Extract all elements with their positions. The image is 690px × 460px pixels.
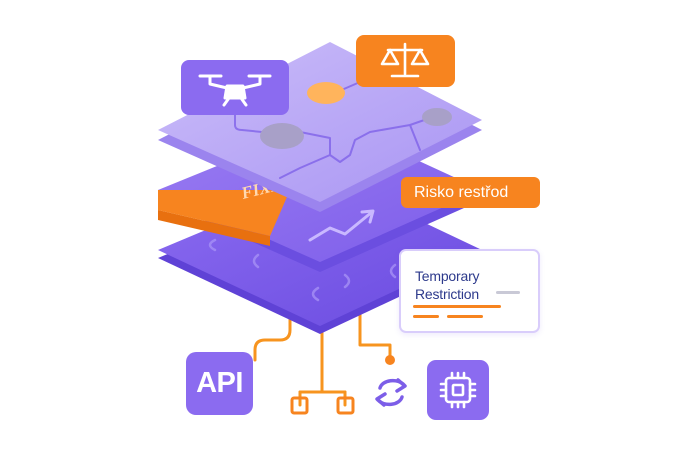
api-label: API — [196, 367, 243, 399]
chip-tile — [427, 360, 489, 420]
risk-tag: Risko restřod — [401, 177, 540, 208]
scales-of-justice-icon — [380, 42, 430, 78]
api-tile: API — [186, 352, 253, 415]
connector-dot — [385, 355, 395, 365]
network-node — [307, 82, 345, 104]
card-title-line1: Temporary — [415, 268, 480, 284]
scales-tile — [356, 35, 455, 87]
network-node — [422, 108, 452, 126]
risk-tag-label: Risko restřod — [414, 183, 509, 201]
drone-tile — [181, 60, 289, 115]
trend-arrow-icon — [308, 210, 374, 242]
hierarchy-icon — [290, 396, 355, 415]
restriction-card: Temporary Restriction — [399, 249, 540, 333]
network-node — [260, 123, 304, 149]
chip-icon — [439, 371, 477, 409]
card-title-line2: Restriction — [415, 286, 479, 302]
card-lines — [413, 291, 520, 318]
drone-icon — [198, 74, 272, 107]
sync-icon — [375, 378, 407, 407]
